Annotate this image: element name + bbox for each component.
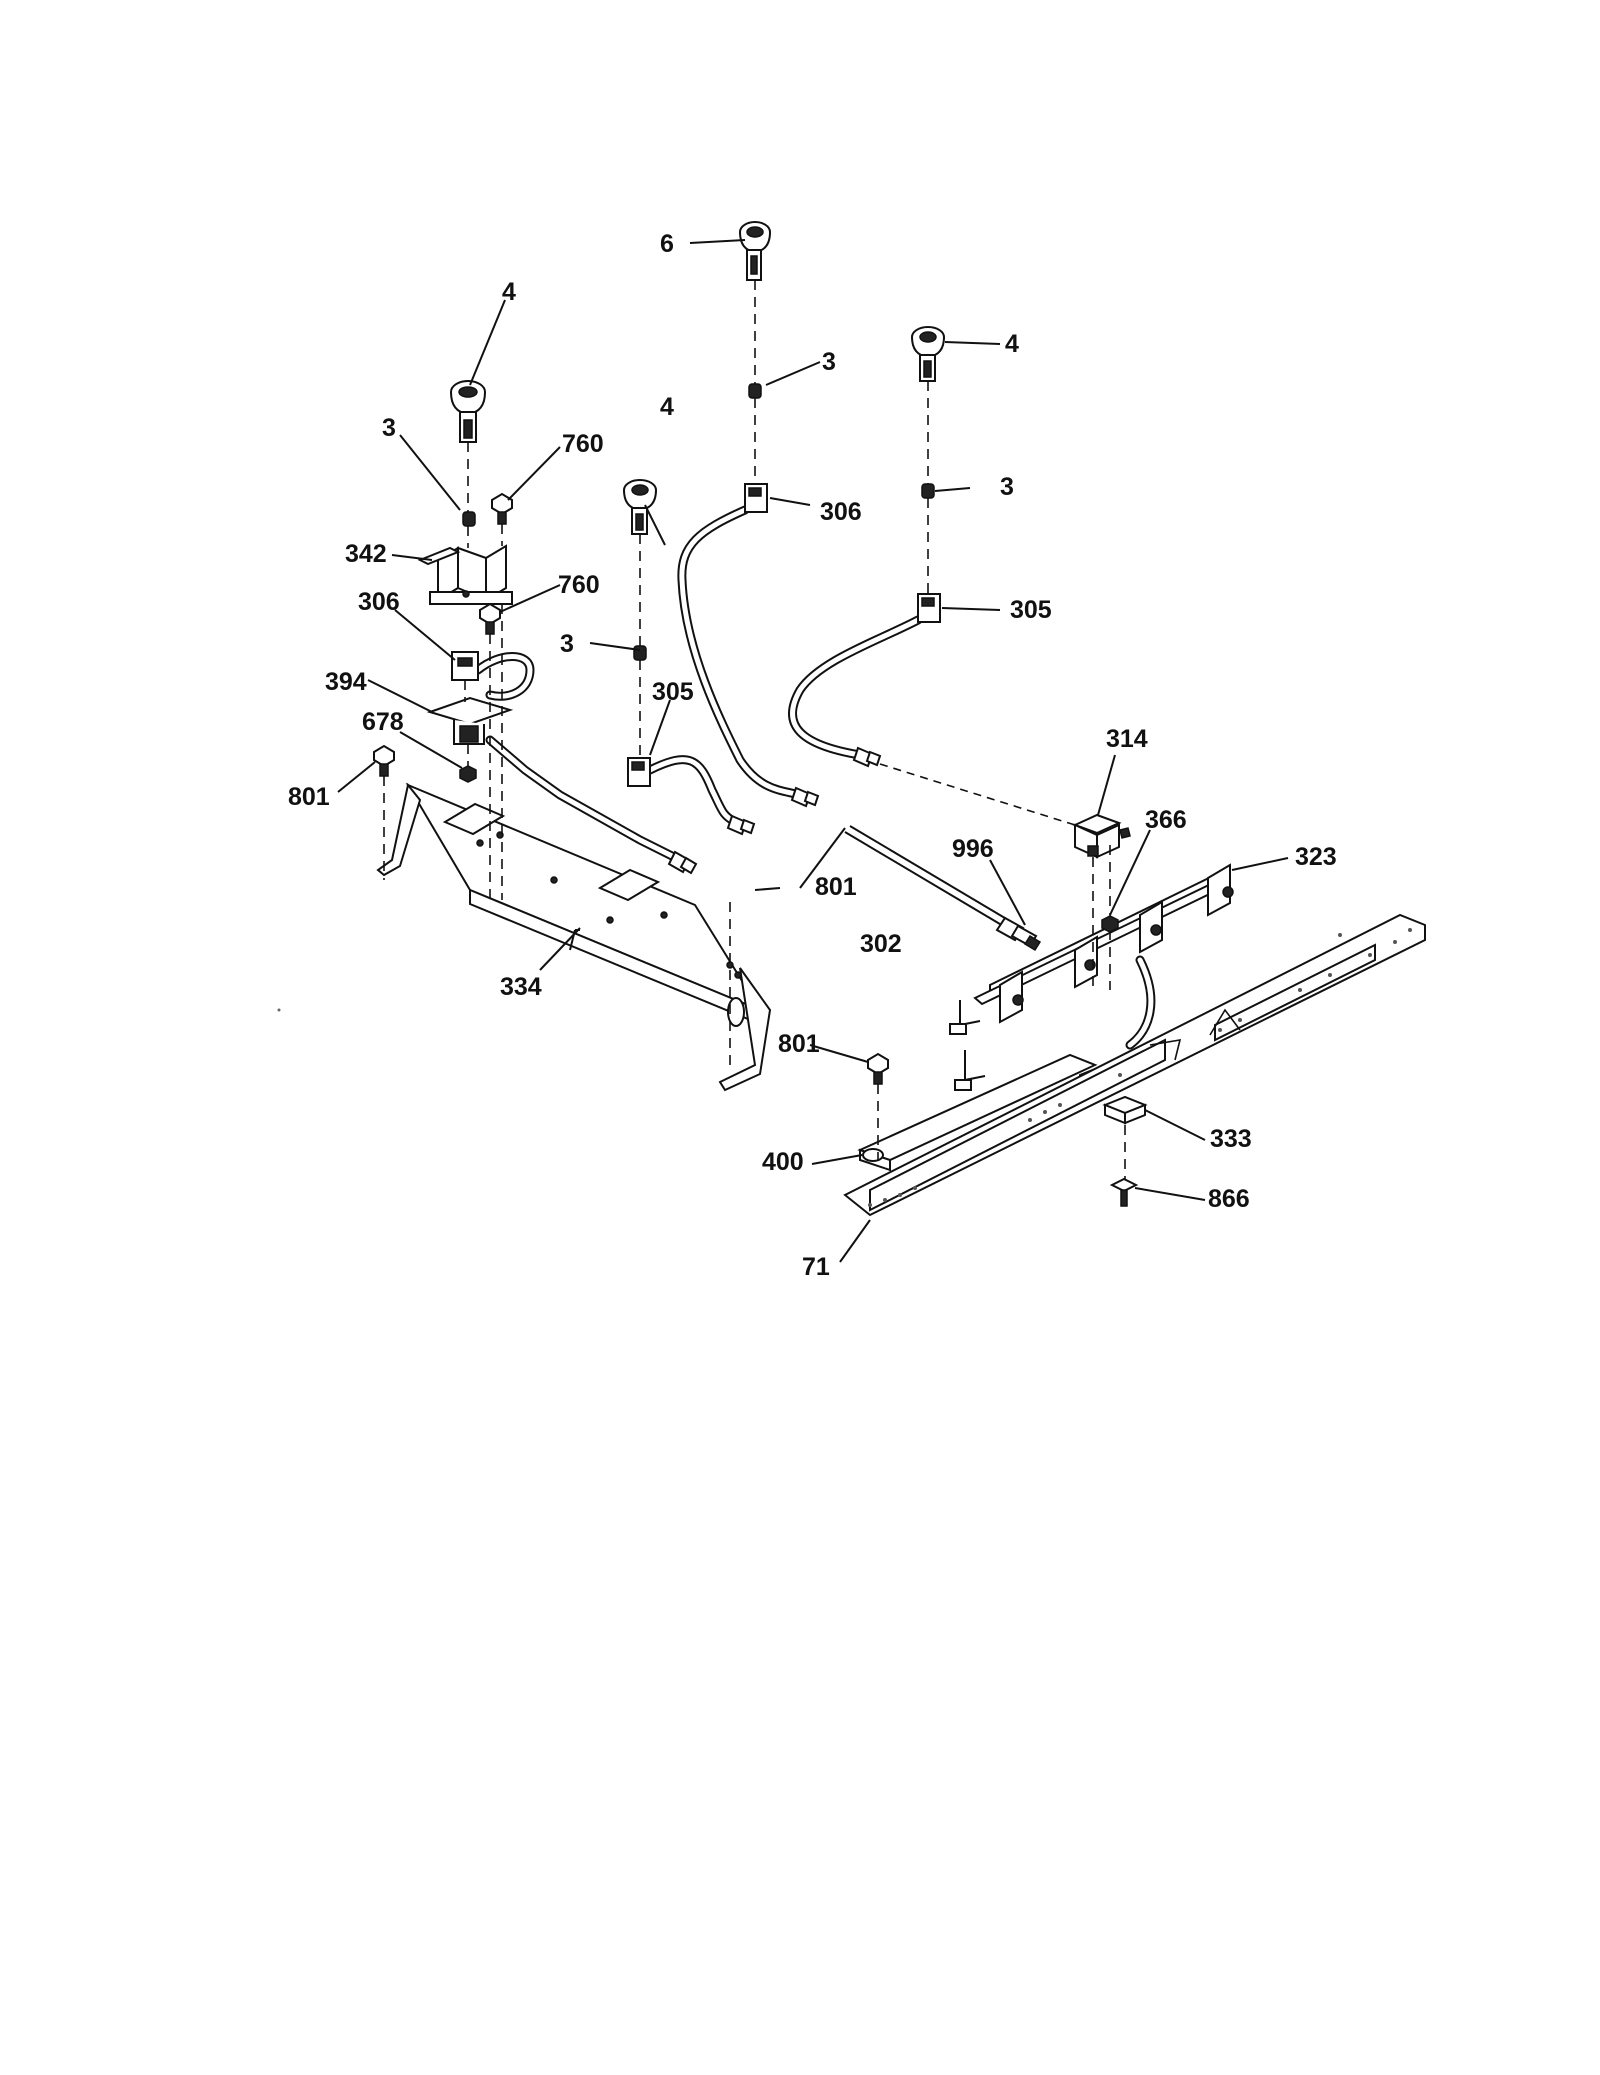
callout-394: 394 (325, 668, 367, 696)
regulator-314 (1072, 813, 1131, 859)
manifold-electrodes (949, 1000, 986, 1091)
orifice-right (921, 483, 935, 499)
nut-678 (459, 765, 477, 783)
callout-3-left: 3 (382, 414, 396, 442)
callout-801-center: 801 (815, 873, 857, 901)
callout-323: 323 (1295, 843, 1337, 871)
callout-801-left: 801 (288, 783, 330, 811)
callout-342: 342 (345, 540, 387, 568)
callout-996: 996 (952, 835, 994, 863)
screw-760-top (491, 492, 513, 525)
elbow-fitting-left (451, 651, 535, 701)
callout-760-top: 760 (562, 430, 604, 458)
callout-71: 71 (802, 1253, 830, 1281)
callout-400: 400 (762, 1148, 804, 1176)
orifice-top (748, 383, 762, 399)
clip-333 (1102, 1095, 1148, 1125)
elbow-fitting-306-center (677, 483, 820, 808)
screw-760-lower (479, 602, 501, 635)
callout-3-right: 3 (1000, 473, 1014, 501)
callout-678: 678 (362, 708, 404, 736)
centerlines-left (383, 442, 731, 1070)
callout-314: 314 (1106, 725, 1148, 753)
stray-dot (277, 1008, 281, 1012)
callout-305-center: 305 (652, 678, 694, 706)
callout-3-center: 3 (560, 630, 574, 658)
nut-366 (1101, 915, 1119, 933)
callout-801-lower: 801 (778, 1030, 820, 1058)
screw-801-lower (867, 1052, 889, 1085)
screw-801-left (373, 744, 395, 777)
leader-lines (337, 239, 1289, 1263)
screw-866 (1109, 1177, 1139, 1207)
callout-6: 6 (660, 230, 674, 258)
callout-760-lower: 760 (558, 571, 600, 599)
callout-366: 366 (1145, 806, 1187, 834)
callout-4-center: 4 (660, 393, 674, 421)
orifice-left (462, 511, 476, 527)
curved-tube-lower (1125, 955, 1156, 1050)
mounting-bracket (376, 782, 772, 1092)
callout-4-left: 4 (502, 278, 516, 306)
tube-left-long (485, 735, 698, 875)
insulation-panel-71 (843, 913, 1426, 1217)
callout-866: 866 (1208, 1185, 1250, 1213)
callout-3-top: 3 (822, 348, 836, 376)
elbow-fitting-305-center (627, 755, 756, 836)
callout-333: 333 (1210, 1125, 1252, 1153)
bracket-394 (426, 696, 514, 745)
callout-306-center: 306 (820, 498, 862, 526)
valve-knob-center-left (623, 479, 657, 535)
valve-knob-right (911, 326, 945, 382)
gas-tube-302 (844, 825, 1042, 952)
manifold-valves (999, 863, 1234, 1024)
callout-306-left: 306 (358, 588, 400, 616)
callout-305-right: 305 (1010, 596, 1052, 624)
callout-302: 302 (860, 930, 902, 958)
valve-knob-left (450, 380, 486, 443)
insulation-speckles (868, 928, 1412, 1207)
callout-labels: 4 6 3 4 3 760 4 306 3 342 760 306 305 3 … (288, 230, 1337, 1281)
orifice-center-left (633, 645, 647, 661)
valve-knob-top (739, 221, 771, 281)
elbow-fitting-305-right (788, 593, 941, 768)
callout-334: 334 (500, 973, 542, 1001)
bracket-342 (417, 544, 513, 605)
callout-4-right: 4 (1005, 330, 1019, 358)
